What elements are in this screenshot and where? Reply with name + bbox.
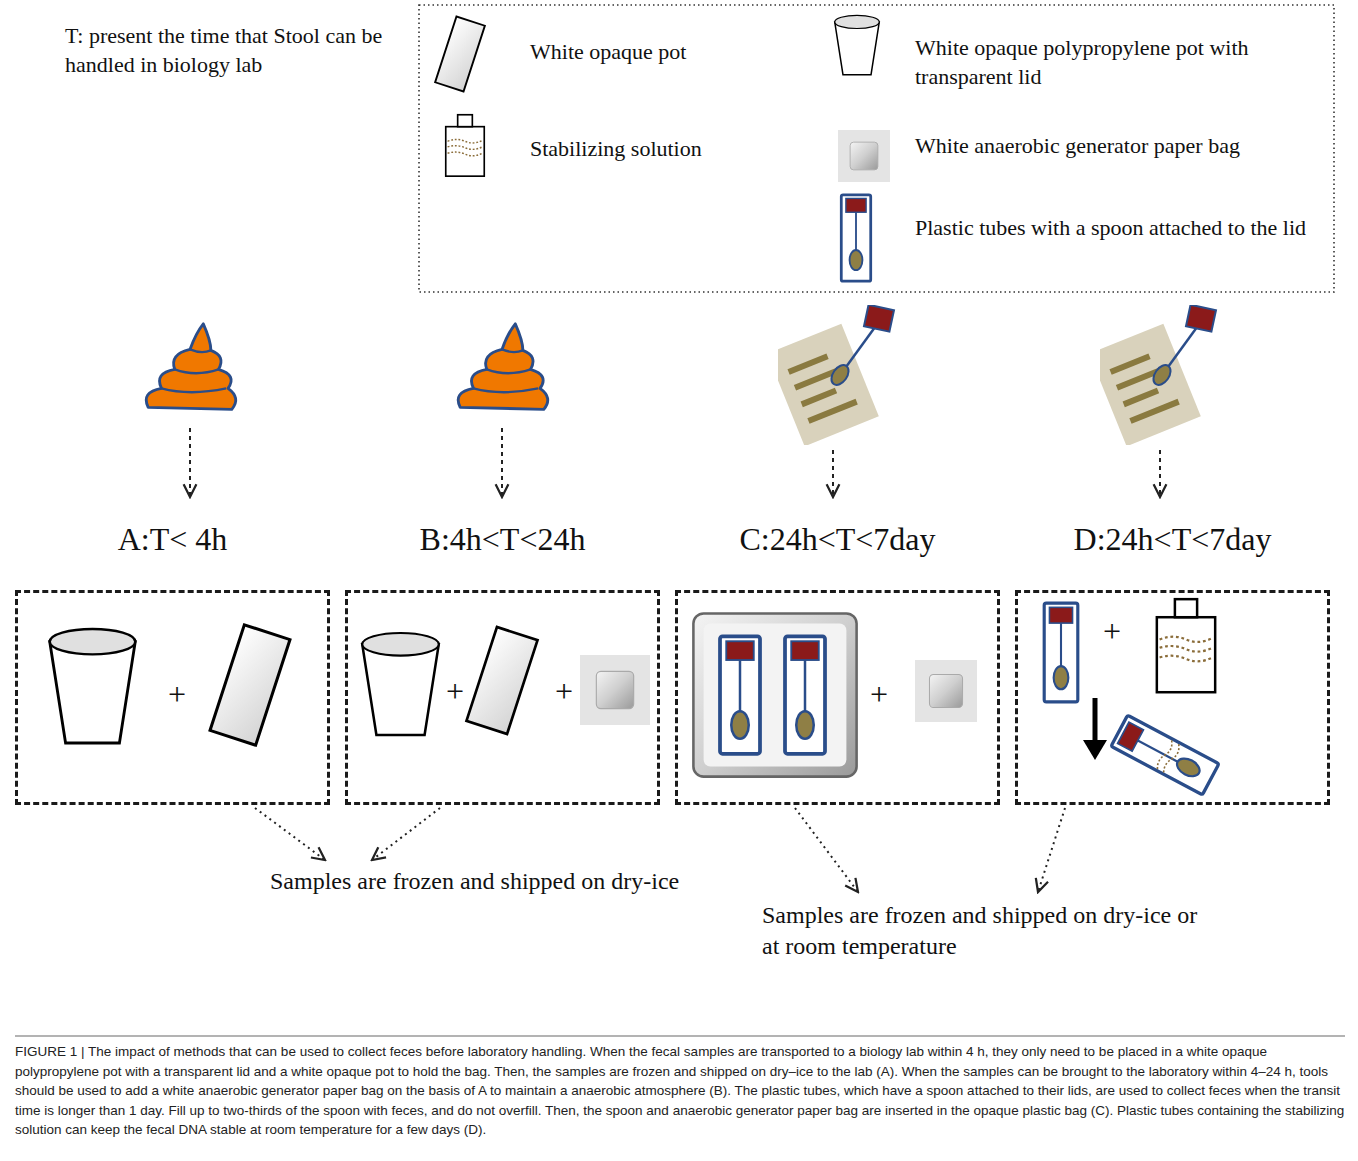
plus-sign: + [1103, 615, 1121, 647]
time-heading: D:24h<T<7day [1018, 521, 1327, 558]
time-heading: B:4h<T<24h [348, 521, 657, 558]
method-box: B:4h<T<24h++ [345, 590, 660, 805]
time-heading: A:T< 4h [18, 521, 327, 558]
legend-text: White anaerobic generator paper bag [915, 132, 1315, 161]
outcome-note: Samples are frozen and shipped on dry-ic… [762, 900, 1210, 962]
outcome-note: Samples are frozen and shipped on dry-ic… [270, 866, 740, 897]
method-box: A:T< 4h+ [15, 590, 330, 805]
plus-sign: + [870, 678, 888, 710]
time-note: T: present the time that Stool can be ha… [65, 22, 385, 79]
plus-sign: + [555, 675, 573, 707]
legend-text: Plastic tubes with a spoon attached to t… [915, 214, 1315, 243]
legend-text: Stabilizing solution [530, 135, 810, 164]
figure-caption: FIGURE 1 | The impact of methods that ca… [15, 1042, 1345, 1140]
plus-sign: + [168, 678, 186, 710]
method-box: D:24h<T<7day+ [1015, 590, 1330, 805]
legend-text: White opaque polypropylene pot with tran… [915, 34, 1315, 91]
method-box: C:24h<T<7day+ [675, 590, 1000, 805]
plus-sign: + [446, 675, 464, 707]
legend-text: White opaque pot [530, 38, 810, 67]
time-heading: C:24h<T<7day [678, 521, 997, 558]
